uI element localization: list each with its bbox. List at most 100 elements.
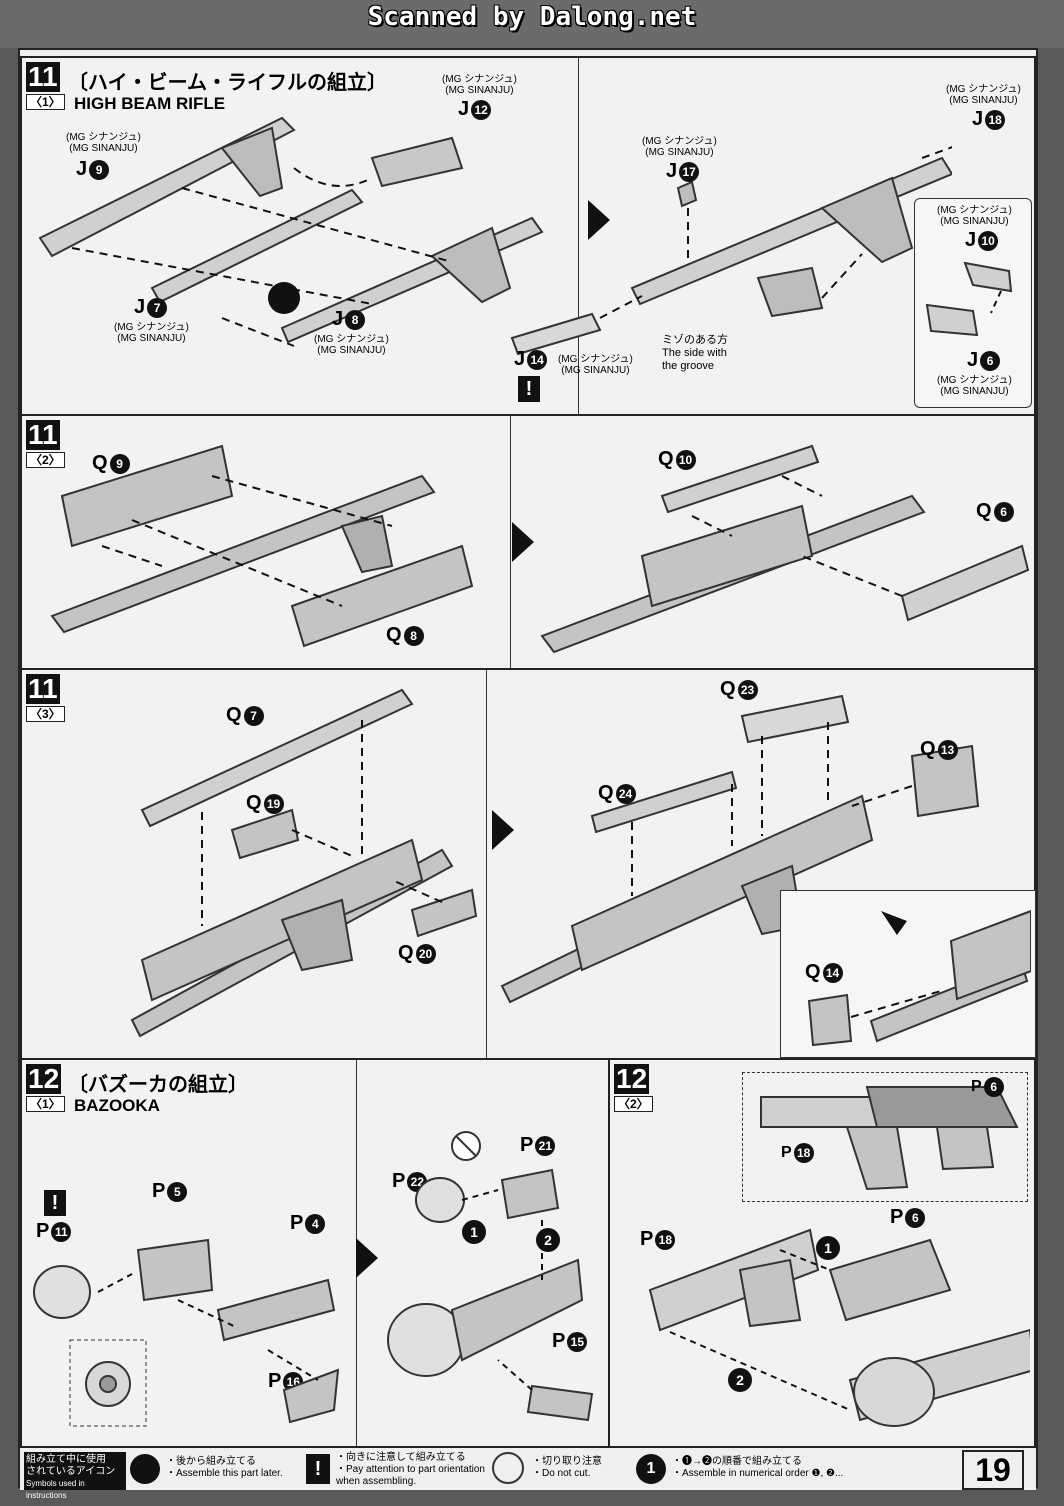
page-number: 19 <box>962 1450 1024 1490</box>
attention-icon: ! <box>44 1190 66 1216</box>
step-title-en: HIGH BEAM RIFLE <box>74 94 226 113</box>
process-arrow <box>492 810 514 850</box>
mg-note-j12: (MG シナンジュ)(MG SINANJU) <box>442 74 517 96</box>
instruction-sheet: 11 〈1〉 〔ハイ・ビーム・ライフルの組立〕 HIGH BEAM RIFLE … <box>18 48 1038 1500</box>
substep-label: 〈1〉 <box>26 1096 65 1112</box>
rifle-assembly-q9-q8 <box>50 444 474 648</box>
step-number: 12 <box>614 1063 650 1094</box>
rifle-parts-drawing-left <box>38 116 544 347</box>
j10-j6-drawing <box>925 261 1013 337</box>
mg-note-j6: (MG シナンジュ)(MG SINANJU) <box>937 375 1012 397</box>
process-arrow <box>512 522 534 562</box>
legend-numerical-order: 1 ・❶→❷の順番で組み立てる・Assemble in numerical or… <box>636 1452 926 1486</box>
mg-note-j9: (MG シナンジュ)(MG SINANJU) <box>66 132 141 154</box>
bazooka-parts-drawing-left <box>33 1238 340 1427</box>
step-title-jp: 〔バズーカの組立〕 <box>68 1072 248 1096</box>
q14-drawing <box>807 909 1031 1047</box>
order-step-2-icon: 2 <box>728 1368 752 1392</box>
panel-step12-2: 12 〈2〉 P6 P18 P18 P6 P17 1 2 <box>608 1058 1036 1448</box>
order-step-1-icon: 1 <box>816 1236 840 1260</box>
attention-icon: ! <box>306 1454 330 1484</box>
mg-note-j14: (MG シナンジュ)(MG SINANJU) <box>558 354 633 376</box>
section-divider <box>578 58 579 414</box>
attention-icon: ! <box>518 376 540 402</box>
rifle-parts-drawing-right <box>510 146 952 356</box>
order-icon: 1 <box>636 1454 666 1484</box>
order-step-1-icon: 1 <box>462 1220 486 1244</box>
scan-watermark: Scanned by Dalong.net <box>367 2 697 32</box>
panel-step11-1: 11 〈1〉 〔ハイ・ビーム・ライフルの組立〕 HIGH BEAM RIFLE … <box>20 56 1036 416</box>
rifle-assembly-q7-q19-q20 <box>130 688 478 1038</box>
symbol-legend: 組み立て中に使用 されているアイコン Symbols used in instr… <box>20 1446 1036 1500</box>
substep-label: 〈3〉 <box>26 706 65 722</box>
process-arrow <box>588 200 610 240</box>
rifle-assembly-q23-q24-q13 <box>500 694 980 1004</box>
mg-note-j18: (MG シナンジュ)(MG SINANJU) <box>946 84 1021 106</box>
assemble-later-icon <box>130 1454 160 1484</box>
process-arrow <box>356 1238 378 1278</box>
mg-note-j7: (MG シナンジュ)(MG SINANJU) <box>114 322 189 344</box>
mg-note-j10: (MG シナンジュ)(MG SINANJU) <box>937 205 1012 227</box>
rifle-assembly-q10-q6 <box>540 444 1030 654</box>
mg-note-j17: (MG シナンジュ)(MG SINANJU) <box>642 136 717 158</box>
bazooka-completed-drawing <box>760 1086 1019 1191</box>
mg-note-j8: (MG シナンジュ)(MG SINANJU) <box>314 334 389 356</box>
substep-label: 〈2〉 <box>614 1096 653 1112</box>
section-divider <box>486 670 487 1058</box>
step-title-jp: 〔ハイ・ビーム・ライフルの組立〕 <box>68 70 387 94</box>
section-divider <box>510 416 511 668</box>
substep-label: 〈2〉 <box>26 452 65 468</box>
groove-note: ミゾのある方 The side with the groove <box>662 334 728 372</box>
step-title-en: BAZOOKA <box>74 1096 160 1115</box>
legend-assemble-later: ・後から組み立てる・Assemble this part later. <box>130 1452 300 1486</box>
substep-label: 〈1〉 <box>26 94 65 110</box>
order-step-2-icon: 2 <box>536 1228 560 1252</box>
scan-header <box>0 0 1064 48</box>
step-number: 11 <box>26 673 60 704</box>
step-number: 11 <box>26 61 60 92</box>
do-not-cut-icon <box>492 1452 524 1484</box>
legend-heading: 組み立て中に使用 されているアイコン Symbols used in instr… <box>24 1452 126 1500</box>
legend-attention: ! ・向きに注意して組み立てる・Pay attention to part or… <box>306 1452 486 1487</box>
bazooka-parts-drawing-right <box>387 1131 594 1422</box>
step-number: 12 <box>26 1063 62 1094</box>
bazooka-assembly-drawing <box>648 1228 1030 1427</box>
step-number: 11 <box>26 419 60 450</box>
